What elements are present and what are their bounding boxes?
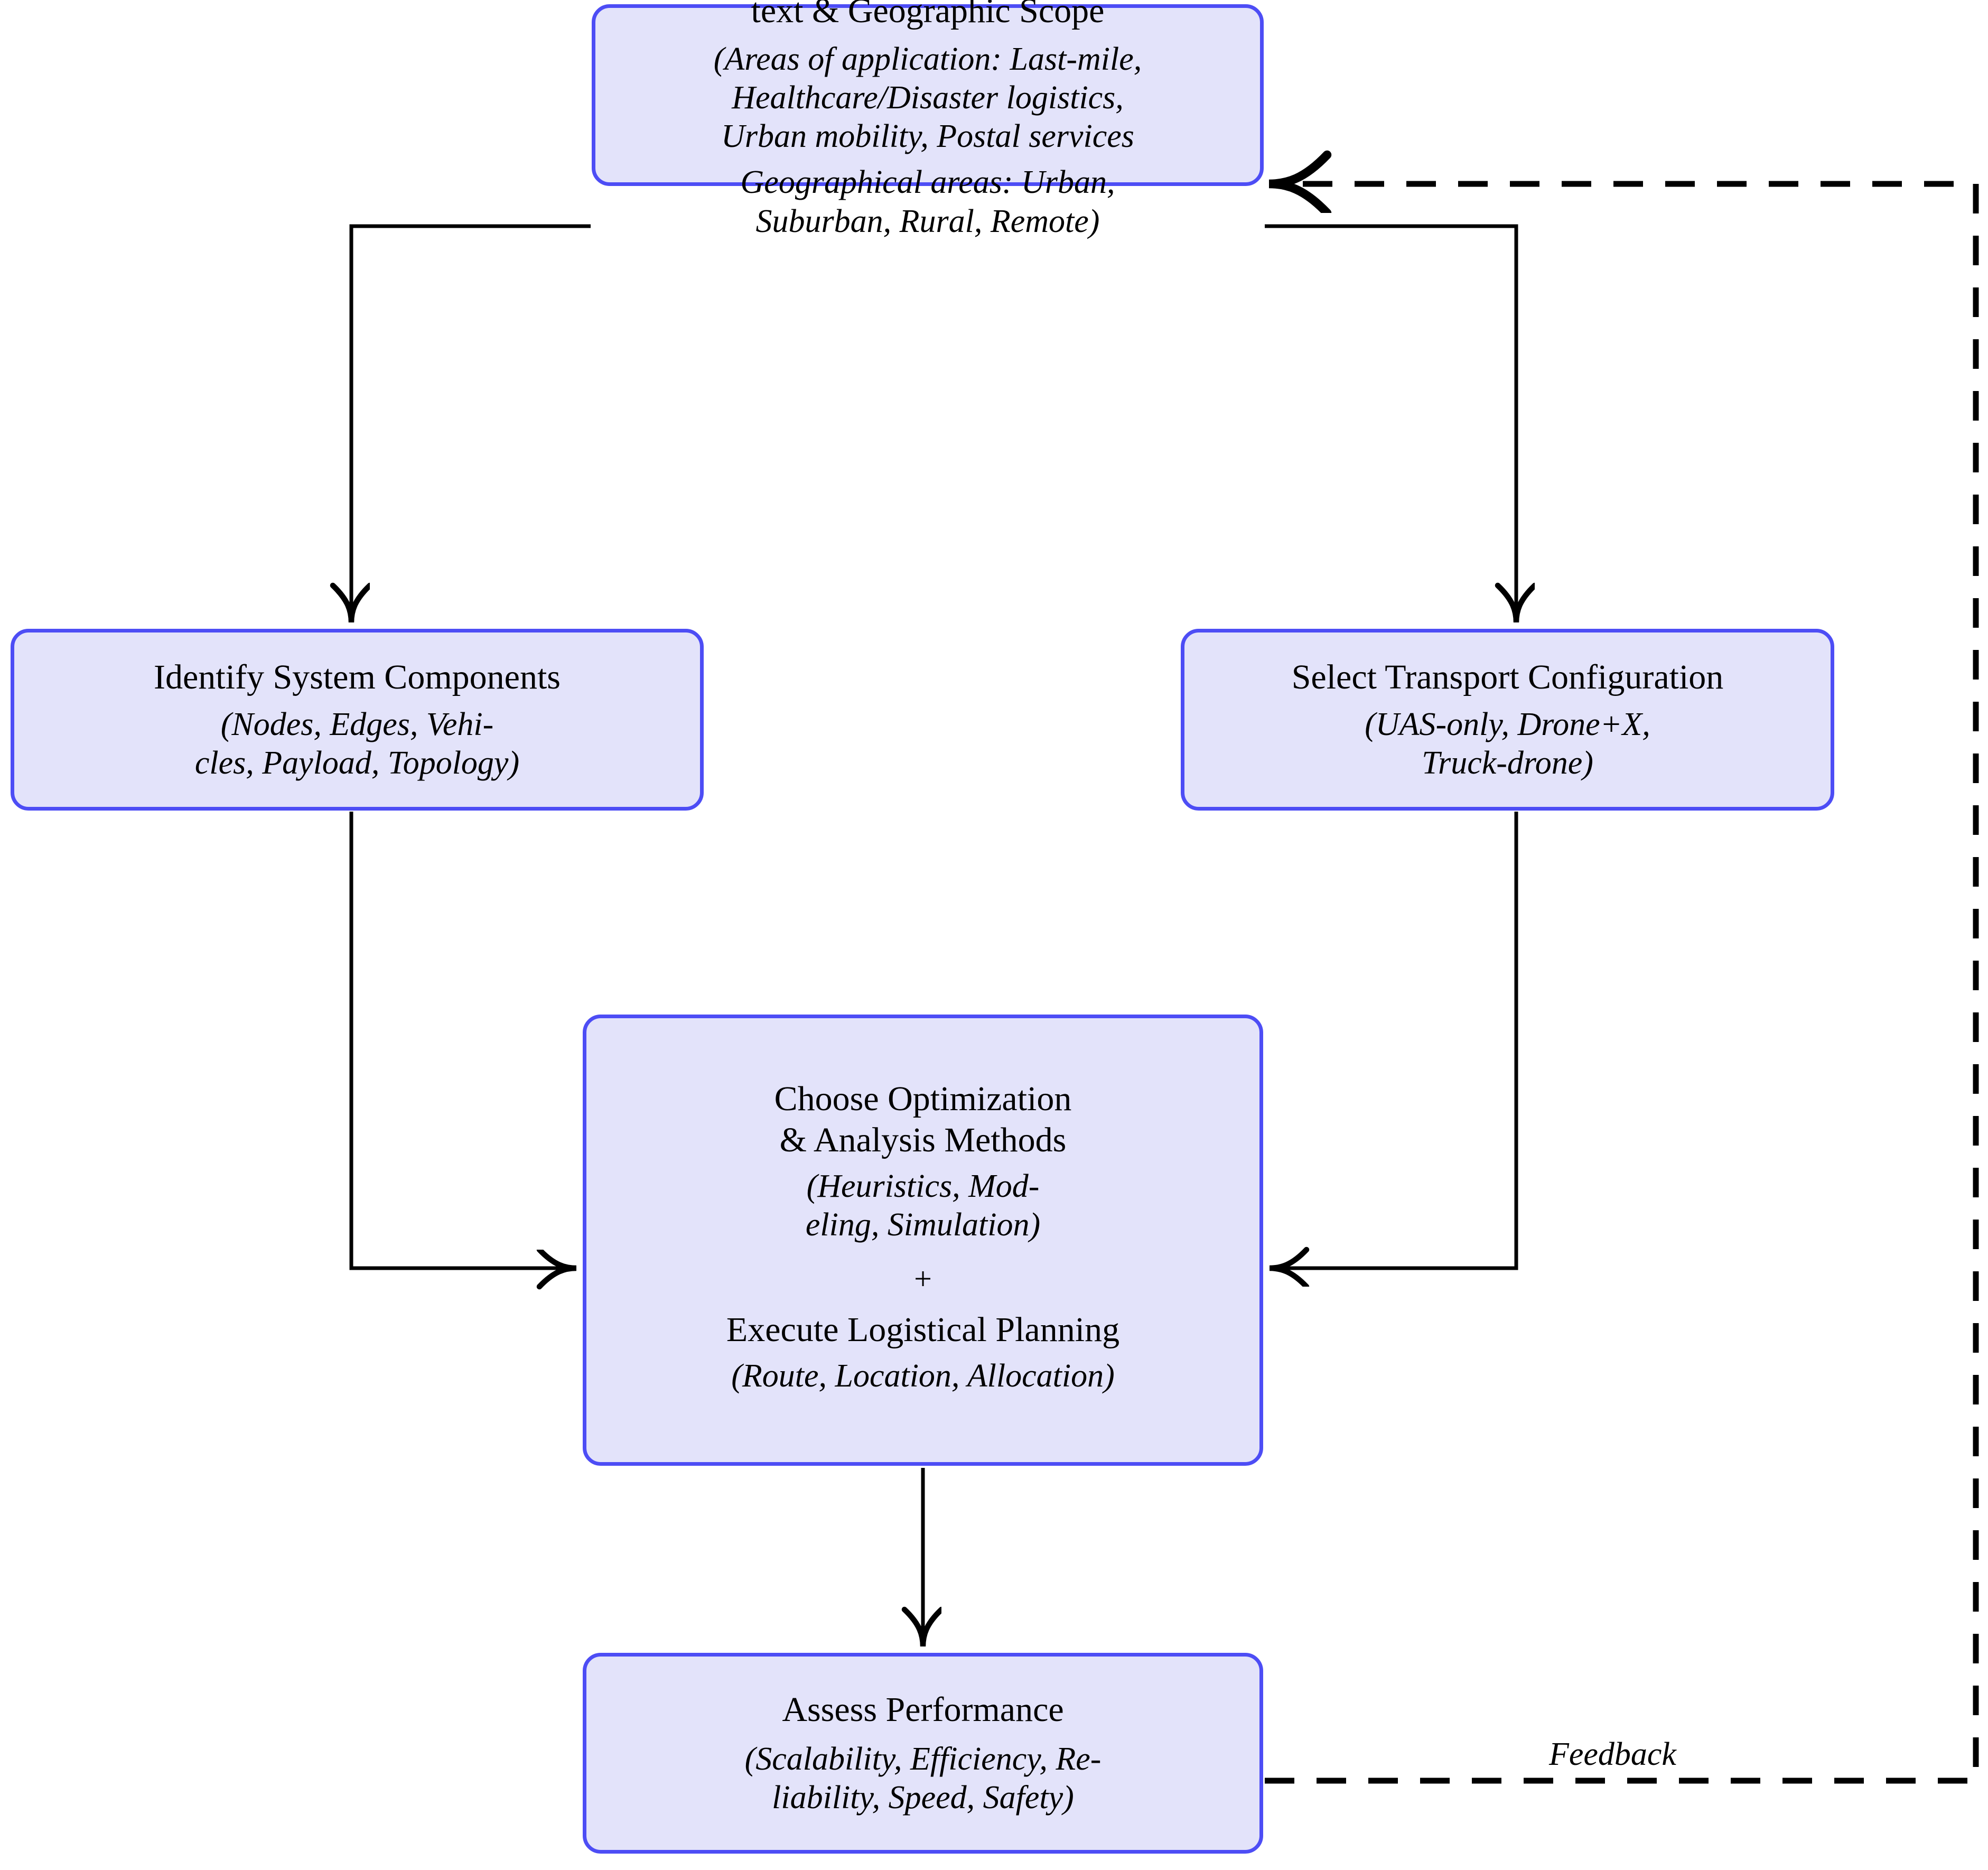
node-identify-system-components[interactable]: Identify System Components (Nodes, Edges… — [11, 629, 704, 811]
node-subtitle: (UAS-only, Drone+X, Truck-drone) — [1365, 706, 1650, 781]
node-subtitle: (Nodes, Edges, Vehi- cles, Payload, Topo… — [194, 706, 520, 781]
node-subtitle-geography: Geographical areas: Urban, Suburban, Rur… — [740, 164, 1115, 239]
node-title: Define Application Con- text & Geographi… — [751, 0, 1105, 31]
edge-context-to-components — [351, 224, 591, 622]
edge-context-to-transport — [1265, 224, 1516, 622]
node-subtitle-methods: (Heuristics, Mod- eling, Simulation) — [805, 1168, 1041, 1243]
node-title: Select Transport Configuration — [1291, 657, 1724, 696]
node-define-application-context[interactable]: Define Application Con- text & Geographi… — [592, 0, 1264, 239]
node-title-optimization: Choose Optimization & Analysis Methods — [774, 1080, 1072, 1159]
node-select-transport-configuration[interactable]: Select Transport Configuration (UAS-only… — [1181, 629, 1834, 811]
node-plus-separator: + — [914, 1261, 932, 1297]
node-subtitle-planning: (Route, Location, Allocation) — [731, 1357, 1115, 1394]
node-assess-performance[interactable]: Assess Performance (Scalability, Efficie… — [583, 1653, 1263, 1854]
node-title-planning: Execute Logistical Planning — [726, 1310, 1120, 1349]
edge-assess-to-context-feedback — [1265, 184, 1979, 1784]
edge-components-to-optimize — [349, 812, 576, 1268]
edge-transport-to-optimize — [1270, 812, 1518, 1268]
node-title: Identify System Components — [154, 657, 561, 696]
node-subtitle: (Scalability, Efficiency, Re- liability,… — [744, 1741, 1102, 1816]
node-subtitle-areas: (Areas of application: Last-mile, Health… — [713, 41, 1142, 155]
node-title: Assess Performance — [782, 1690, 1064, 1729]
node-choose-optimization-and-execute-planning[interactable]: Choose Optimization & Analysis Methods (… — [583, 1015, 1263, 1466]
edge-label-feedback: Feedback — [1549, 1736, 1676, 1772]
